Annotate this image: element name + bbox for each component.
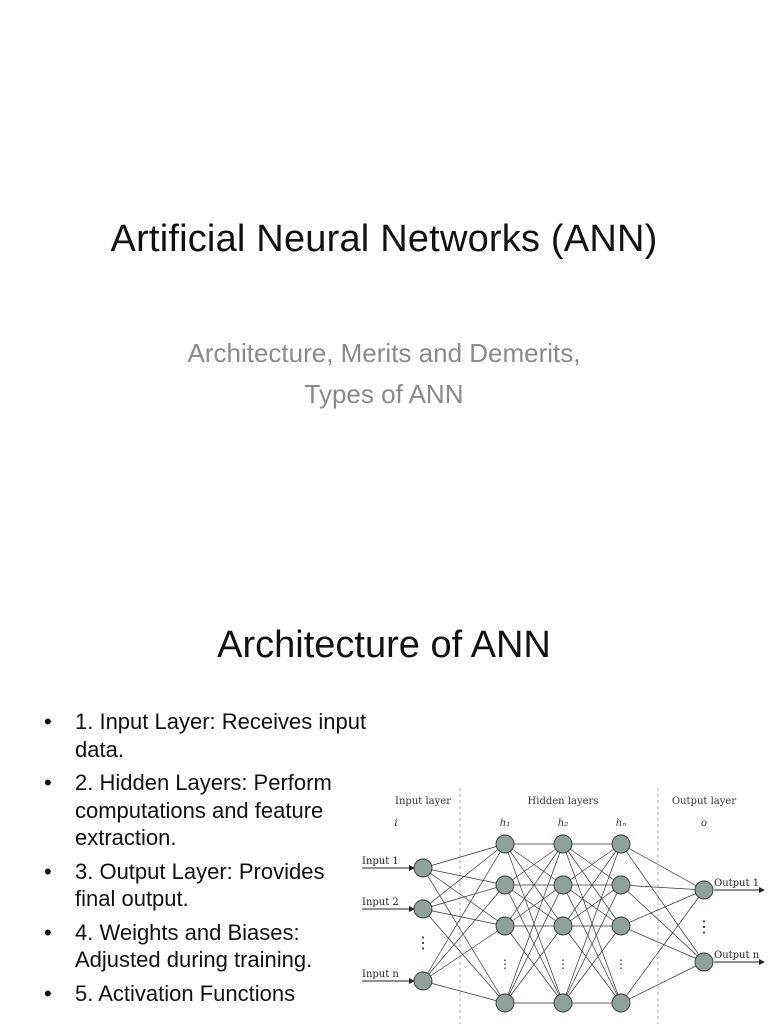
connection-line [504,843,564,886]
hidden-node [553,916,573,936]
output-node [694,880,714,900]
input-label-1: Input 1 [362,856,399,867]
connection-line [562,884,622,1004]
connection-line [504,843,564,927]
ellipsis-glyph: ⋮ [615,957,627,971]
bullet-glyph: • [44,980,52,1006]
connection-line [620,884,705,963]
slide-title: Architecture of ANN [217,624,551,666]
connection-line [620,961,705,1004]
neural-network-diagram: Input layer i Hidden layers h₁ h₂ hₙ Out… [362,788,765,1024]
network-nodes [413,834,714,1013]
connection-line [620,889,705,927]
hidden-node [495,875,515,895]
connection-line [422,908,506,1004]
connection-line [562,884,622,927]
connection-line [422,908,506,927]
hidden-node [611,916,631,936]
ellipsis-glyph: ⋮ [499,957,511,971]
connection-line [422,925,506,982]
connection-line [504,843,564,1004]
bullet-item: • 4. Weights and Biases: Adjusted during … [40,919,370,974]
connection-line [620,925,705,963]
connection-line [562,843,622,927]
output-label-n: Output n [714,950,760,961]
bullet-text: 5. Activation Functions [75,980,296,1006]
connection-line [504,884,564,1004]
subtitle-line-1: Architecture, Merits and Demerits, [187,338,581,368]
slide-title: Artificial Neural Networks (ANN) [110,218,658,260]
connection-line [422,843,506,910]
ellipsis-glyph: ⋮ [415,933,431,952]
hidden-node [553,834,573,854]
hidden-layers-label: Hidden layers [528,796,599,807]
input-node [413,971,433,991]
hidden-node [553,993,573,1013]
input-layer-label: Input layer [395,796,451,807]
hidden-node [495,993,515,1013]
connection-line [620,843,705,891]
connection-line [422,980,506,1004]
connection-line [620,843,705,963]
bullet-glyph: • [44,709,52,734]
bullet-glyph: • [44,770,52,795]
ellipsis-glyph: ⋮ [557,957,569,971]
subtitle-line-2: Types of ANN [304,379,464,409]
input-label-n: Input n [362,969,399,980]
input-label-2: Input 2 [362,897,399,908]
connection-line [422,843,506,869]
bullet-glyph: • [44,858,52,884]
connection-line [620,889,705,1004]
connection-line [422,843,506,982]
bullet-glyph: • [44,919,52,945]
output-layer-symbol: o [701,818,707,829]
bullet-item: • 2. Hidden Layers: Perform computations … [40,769,370,852]
connection-line [422,884,506,910]
input-layer-symbol: i [394,818,397,829]
bullet-text: 4. Weights and Biases: Adjusted during t… [75,919,313,973]
slide-subtitle: Architecture, Merits and Demerits, Types… [84,333,684,415]
connection-line [562,925,622,1004]
connection-line [562,843,622,886]
hidden-node [553,875,573,895]
title-slide: Artificial Neural Networks (ANN) Archite… [84,218,684,415]
output-node [694,952,714,972]
connection-line [562,843,622,1004]
hidden-symbol-2: h₂ [558,818,568,829]
bullet-text: 2. Hidden Layers: Perform computations a… [75,770,332,850]
hidden-node [495,916,515,936]
bullet-item: • 1. Input Layer: Receives input data. [40,708,370,763]
input-node [413,858,433,878]
connection-line [422,884,506,982]
hidden-node [611,875,631,895]
ellipsis-glyph: ⋮ [696,917,712,936]
bullet-list: • 1. Input Layer: Receives input data. • 2… [40,708,370,1013]
bullet-item: • 5. Activation Functions [40,980,370,1008]
architecture-slide: Architecture of ANN • 1. Input Layer: Rec… [0,576,768,1024]
hidden-node [611,993,631,1013]
bullet-text: 1. Input Layer: Receives input data. [75,709,367,762]
output-label-1: Output 1 [714,878,759,889]
hidden-symbol-n: hₙ [616,818,627,829]
connection-line [504,884,564,927]
hidden-node [495,834,515,854]
hidden-node [611,834,631,854]
input-node [413,899,433,919]
hidden-symbol-1: h₁ [500,818,510,829]
connection-lines [422,843,705,1004]
connection-line [620,884,705,891]
output-layer-label: Output layer [672,796,736,807]
bullet-item: • 3. Output Layer: Provides final output. [40,858,370,913]
connection-line [504,925,564,1004]
bullet-text: 3. Output Layer: Provides final output. [75,858,325,912]
connection-line [422,867,506,1004]
